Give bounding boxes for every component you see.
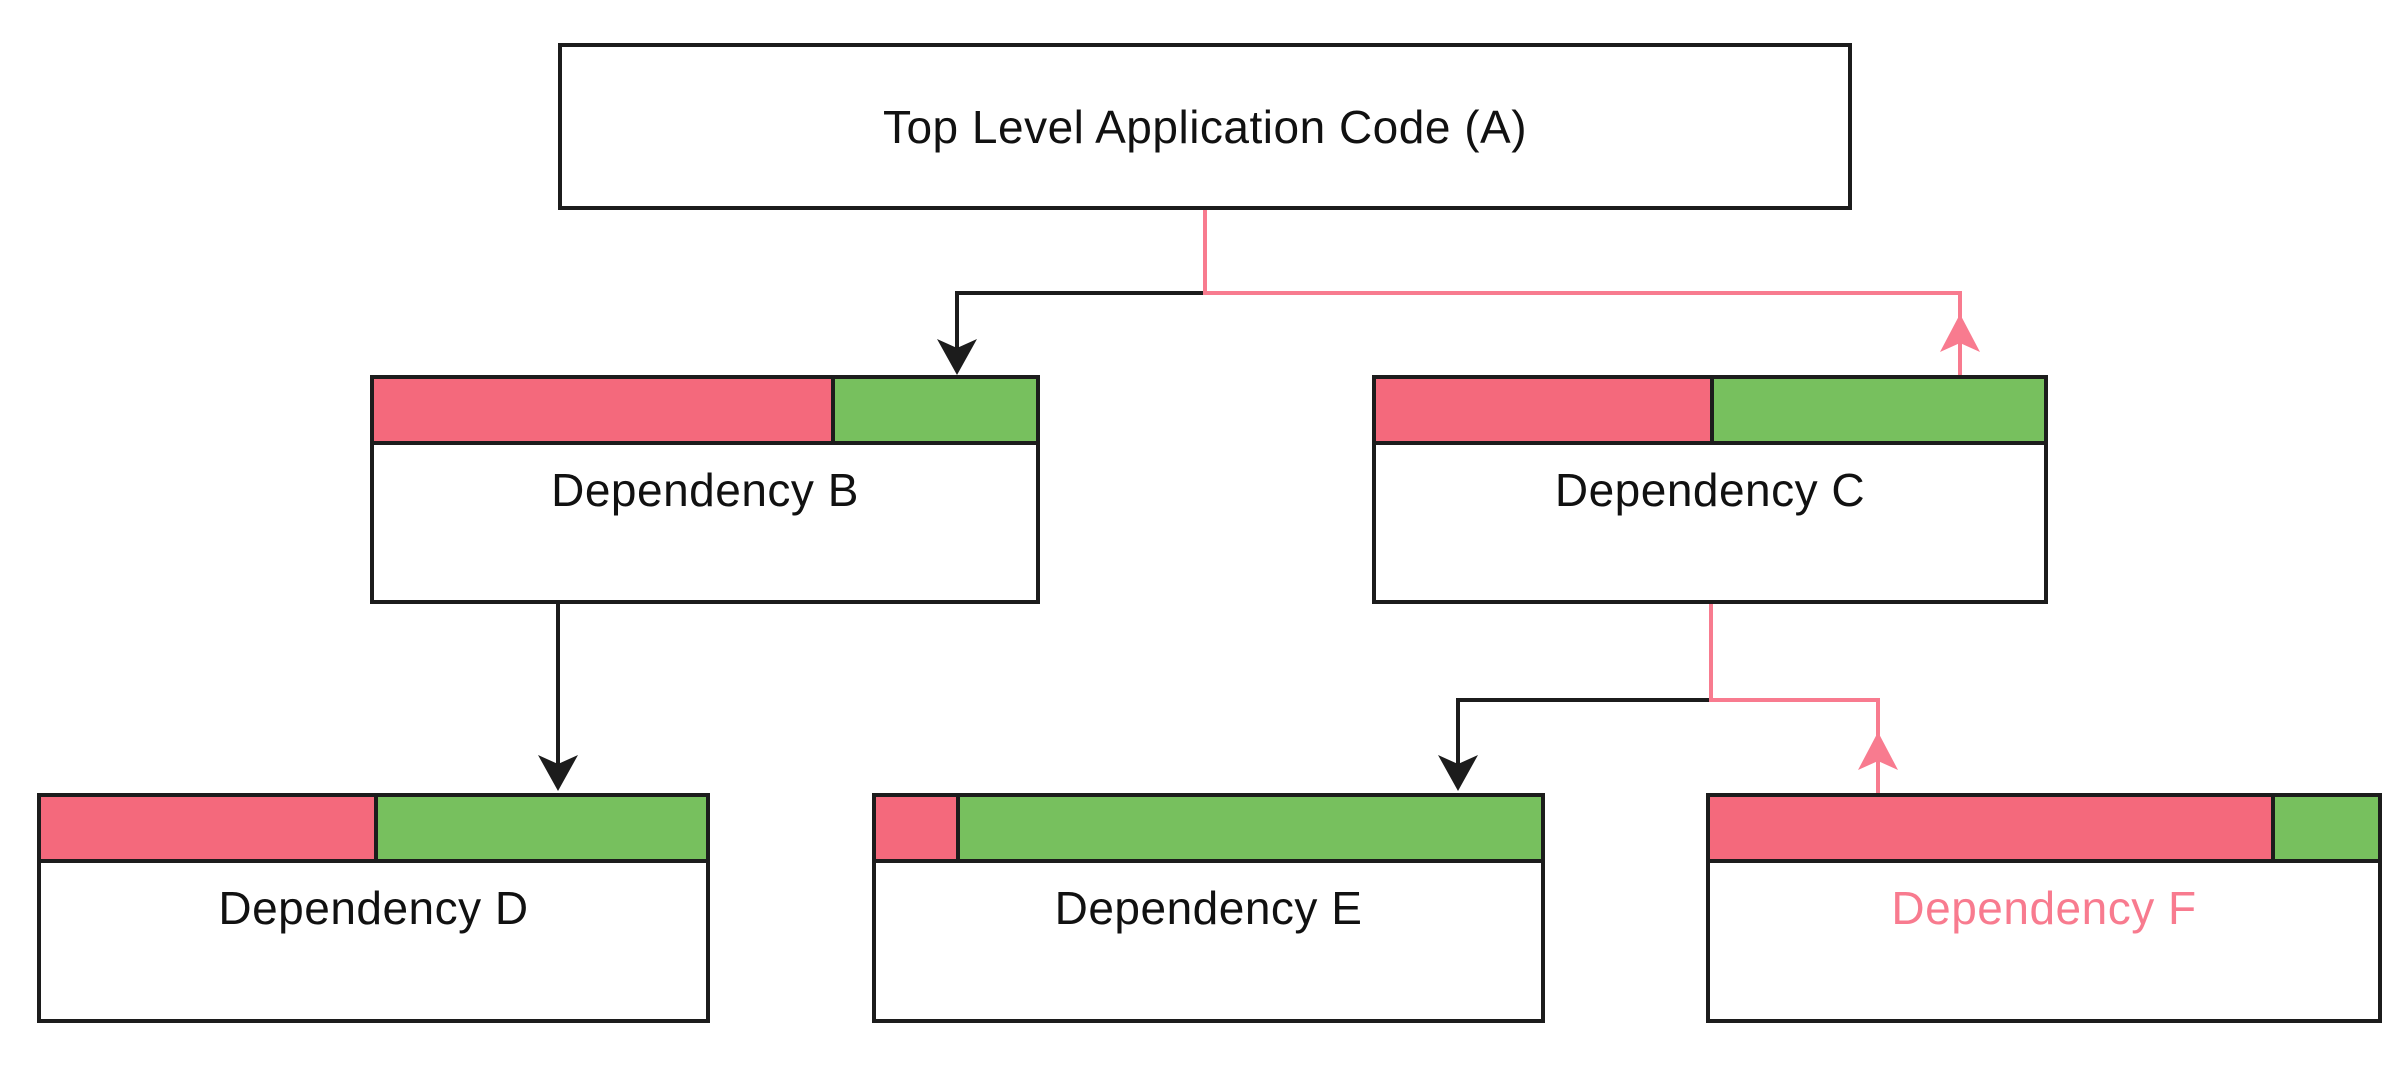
node-top-level-application-code: Top Level Application Code (A) [558,43,1852,210]
edge-c-to-f-arrowhead-up-icon [1858,732,1898,770]
node-f-usage-bar [1710,797,2378,863]
node-c-label: Dependency C [1554,463,1866,516]
edge-b-to-d-arrowhead-down-icon [538,755,578,791]
node-d-usage-bar [41,797,706,863]
node-e-usage-bar [876,797,1541,863]
node-c-usage-bar [1376,379,2044,445]
node-dependency-b: Dependency B [370,375,1040,604]
node-b-usage-bar [374,379,1036,445]
node-e-red-segment [876,797,956,859]
node-d-red-segment [41,797,374,859]
node-c-red-segment [1376,379,1710,441]
node-e-label: Dependency E [1054,882,1363,934]
edge-a-to-b-line [955,291,1205,350]
node-d-green-segment [373,797,706,859]
edge-c-to-f-line [1711,698,1880,793]
edge-a-to-c-arrowhead-up-icon [1940,314,1980,352]
node-f-green-segment [2271,797,2378,859]
edge-c-to-e-arrowhead-down-icon [1438,755,1478,791]
node-b-green-segment [830,379,1036,441]
node-f-red-segment [1710,797,2272,859]
node-dependency-d: Dependency D [37,793,710,1023]
node-a-label: Top Level Application Code (A) [882,100,1528,153]
node-dependency-f: Dependency F [1706,793,2382,1023]
node-dependency-e: Dependency E [872,793,1545,1023]
node-b-label: Dependency B [551,463,859,516]
edge-a-to-b-arrowhead-down-icon [937,339,977,375]
node-f-label: Dependency F [1891,882,2197,934]
node-e-green-segment [955,797,1541,859]
node-dependency-c: Dependency C [1372,375,2048,604]
node-b-red-segment [374,379,831,441]
node-c-green-segment [1710,379,2044,441]
edge-c-to-e-line [1456,698,1711,766]
node-d-label: Dependency D [218,882,529,934]
edge-a-to-c-line [1205,291,1962,375]
